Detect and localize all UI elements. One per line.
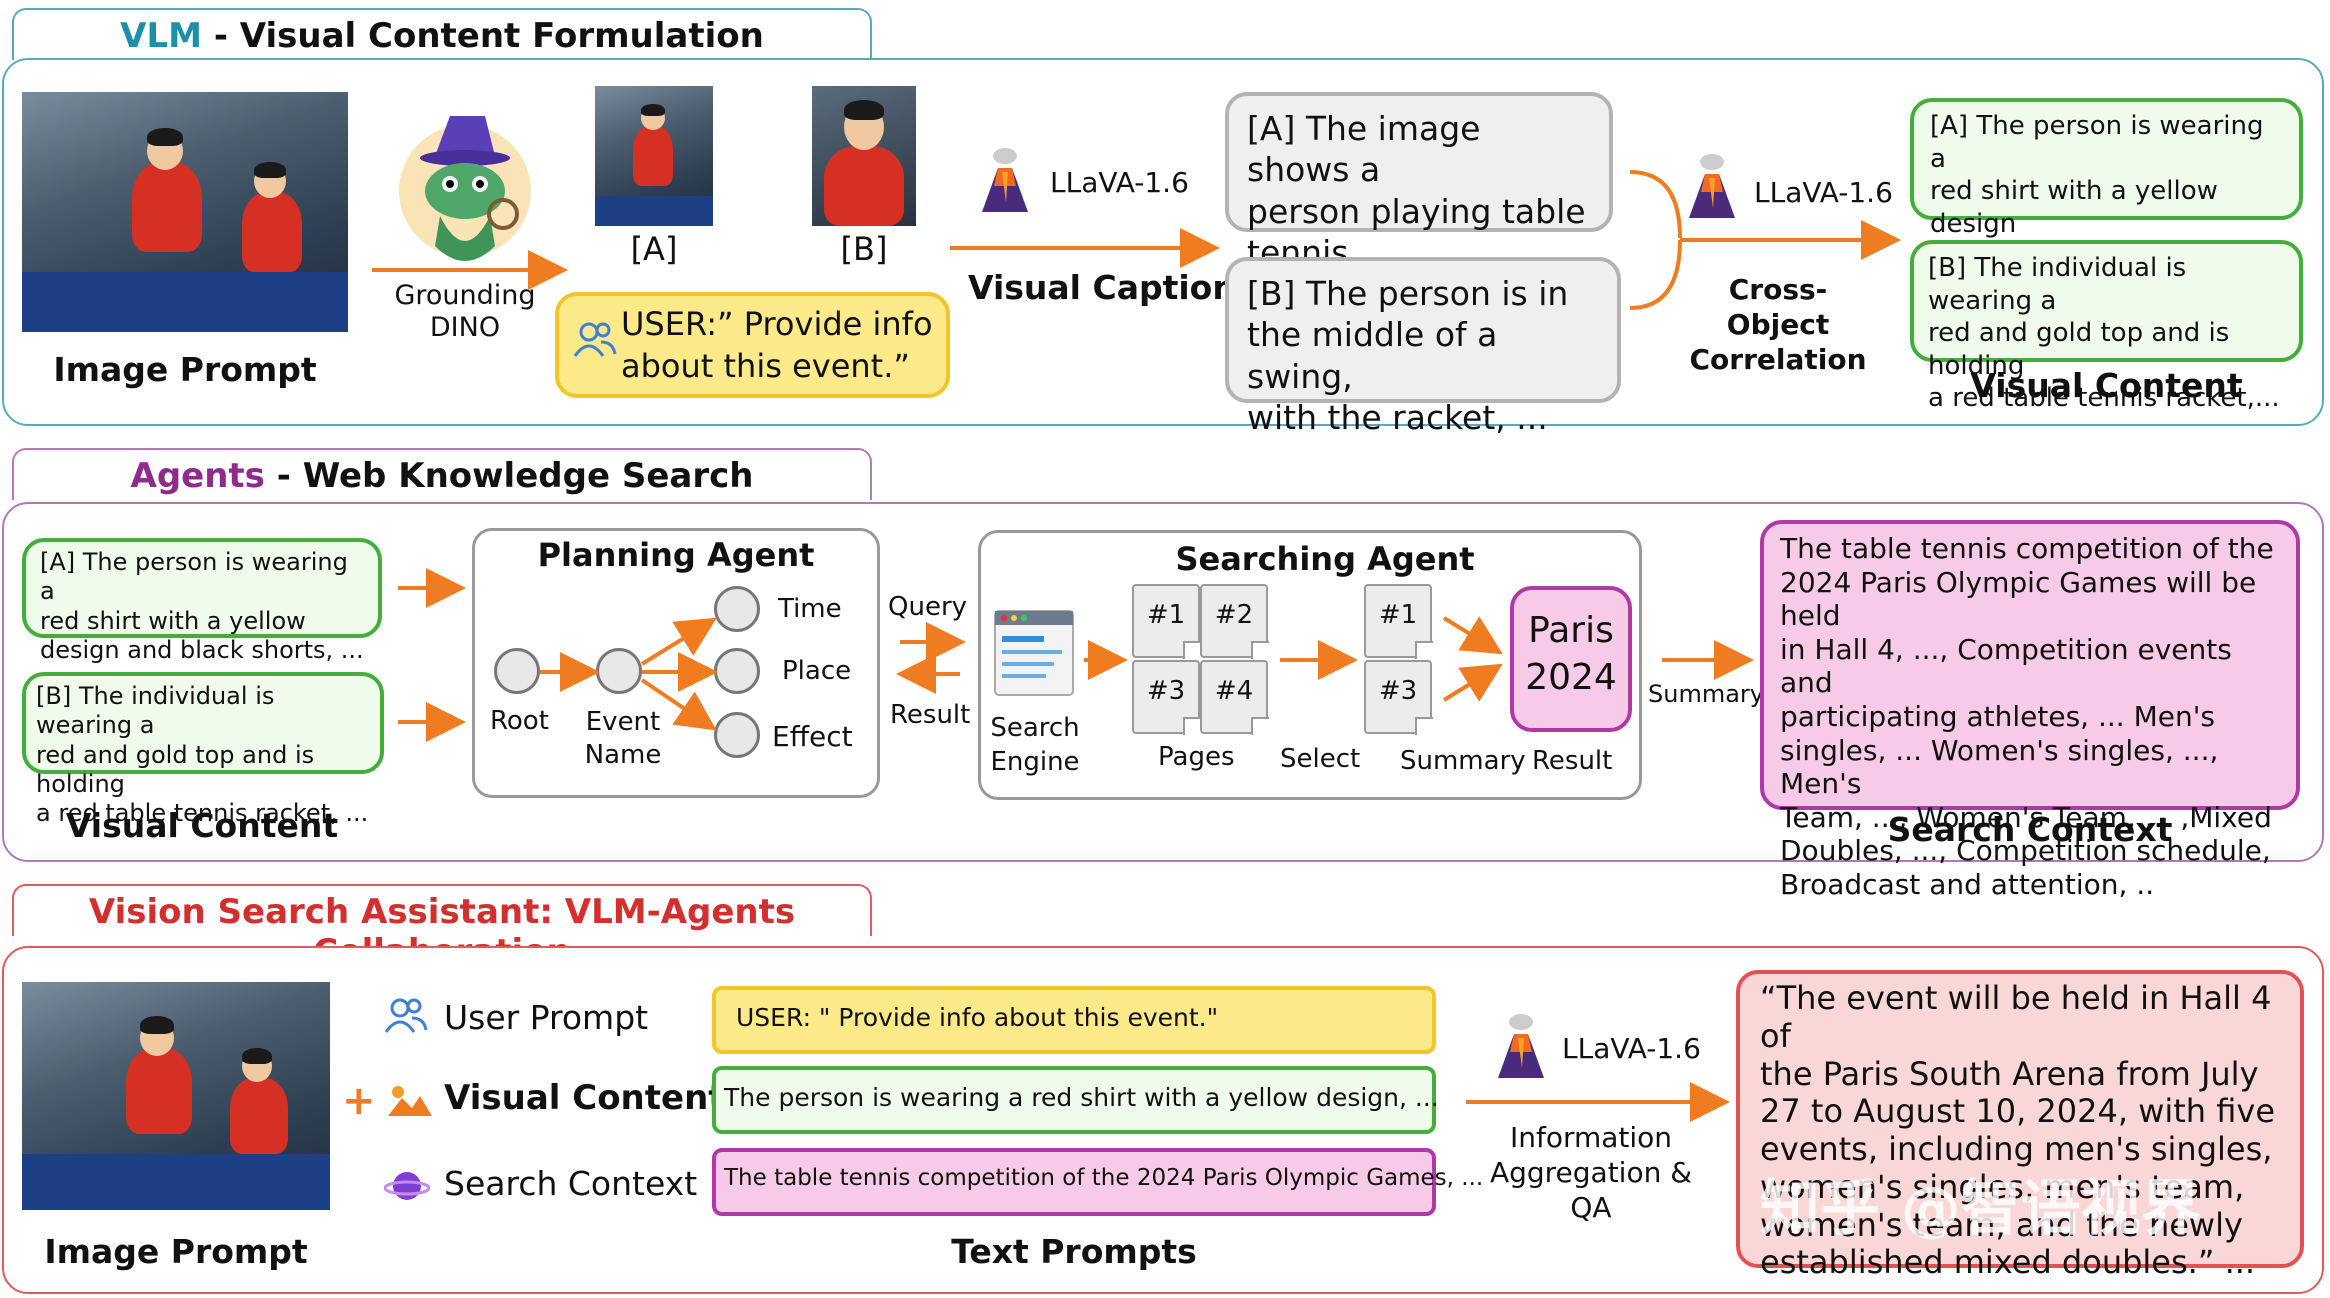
planning-agent-title: Planning Agent [537,536,815,574]
image-prompt-label-3: Image Prompt [44,1232,308,1271]
crop-a-label: [A] [630,230,678,268]
visual-content-label-1: Visual Content [1970,366,2243,405]
search-context-label-2: Search Context [1887,810,2173,849]
table-tennis-photo-2 [22,982,330,1210]
section2-tab-prefix: Agents [130,456,265,496]
node-root [494,648,540,694]
prompt-search-text: The table tennis competition of the 2024… [724,1165,1484,1191]
llava-label-1: LLaVA-1.6 [1050,166,1189,199]
search-engine-icon [994,610,1074,696]
node-root-label: Root [490,706,549,736]
node-time [714,586,760,632]
user-prompt-label: User Prompt [444,998,649,1037]
search-context-label-3: Search Context [444,1164,698,1203]
page-1: #1 [1132,584,1201,659]
prompt-search-box: The table tennis competition of the 2024… [712,1148,1484,1216]
plus-sign: + [342,1078,376,1124]
prompt-visual-text: The person is wearing a red shirt with a… [724,1083,1439,1112]
image-prompt-label-1: Image Prompt [53,350,317,389]
crop-b-label: [B] [840,230,888,268]
result-paris-text: Paris 2024 [1525,610,1617,698]
grounding-dino-mascot-icon [395,96,535,286]
node-place [714,648,760,694]
selected-page-3: #3 [1364,660,1433,735]
prompt-visual-box: The person is wearing a red shirt with a… [712,1066,1439,1134]
query-label: Query [888,592,968,622]
agents-content-b-box: [B] The individual is wearing a red and … [22,672,384,827]
answer-text: “The event will be held in Hall 4 of the… [1760,979,2276,1282]
prompt-user-text: USER: " Provide info about this event." [736,1003,1219,1032]
node-event [596,648,642,694]
user-prompt-icon [384,996,428,1040]
node-place-label: Place [782,656,852,686]
result-paris-box: Paris 2024 [1510,586,1632,732]
content-b-box: [B] The individual is wearing a red and … [1910,240,2303,413]
content-b-text: [B] The individual is wearing a red and … [1928,253,2280,413]
text-prompts-label: Text Prompts [951,1232,1197,1271]
node-time-label: Time [778,594,842,624]
search-engine-label: Search Engine [990,713,1080,777]
caption-a-box: [A] The image shows a person playing tab… [1225,92,1613,272]
aggregation-label: Information Aggregation & QA [1489,1121,1693,1224]
select-label: Select [1280,744,1361,774]
search-context-text: The table tennis competition of the 2024… [1780,532,2274,901]
section1-tab: VLM - Visual Content Formulation [12,8,872,60]
caption-b-text: [B] The person is in the middle of a swi… [1247,274,1569,437]
result-under-label: Result [1532,746,1613,776]
watermark: 知乎 @智语视界 [1760,1174,2201,1244]
node-event-label: Event Name [584,707,662,770]
searching-agent-title: Searching Agent [1175,540,1475,578]
user-icon [573,320,617,365]
caption-a-text: [A] The image shows a person playing tab… [1247,109,1586,272]
llava-volcano-icon-2 [1685,148,1739,220]
llava-label-2: LLaVA-1.6 [1754,176,1893,209]
summary-label: Summary [1400,746,1526,776]
visual-caption-label: Visual Caption [968,268,1236,307]
section2-tab: Agents - Web Knowledge Search [12,448,872,500]
content-a-box: [A] The person is wearing a red shirt wi… [1910,98,2303,271]
caption-b-box: [B] The person is in the middle of a swi… [1225,257,1621,437]
page-4: #4 [1200,660,1269,735]
visual-content-label-2: Visual Content [65,806,339,845]
llava-volcano-icon-3 [1494,1008,1548,1080]
user-query-text: USER:” Provide info about this event.” [621,305,933,385]
prompt-user-box: USER: " Provide info about this event." [712,986,1436,1054]
search-context-box: The table tennis competition of the 2024… [1760,520,2300,901]
page-2: #2 [1200,584,1269,659]
table-tennis-photo-1 [22,92,348,332]
crop-a-image [595,86,713,226]
section3-tab: Vision Search Assistant: VLM-Agents Coll… [12,884,872,972]
agents-content-a-text: [A] The person is wearing a red shirt wi… [40,548,364,664]
node-effect [714,712,760,758]
agents-content-a-box: [A] The person is wearing a red shirt wi… [22,538,382,664]
search-context-icon [383,1166,431,1210]
visual-content-label-3: Visual Content [444,1078,725,1118]
section1-tab-suffix: - Visual Content Formulation [201,16,764,56]
answer-box: “The event will be held in Hall 4 of the… [1736,970,2304,1281]
user-query-box: USER:” Provide info about this event.” [555,292,950,398]
llava-volcano-icon-1 [978,142,1032,214]
llava-label-3: LLaVA-1.6 [1562,1032,1701,1065]
node-effect-label: Effect [772,720,853,753]
planning-agent-box [472,528,880,798]
result-label: Result [890,700,971,730]
pages-label: Pages [1158,742,1235,772]
selected-page-1: #1 [1364,584,1433,659]
grounding-dino-label: Grounding DINO [394,280,536,344]
page-3: #3 [1132,660,1201,735]
section2-tab-suffix: - Web Knowledge Search [264,456,754,496]
summary-arrow-label: Summary [1648,680,1764,708]
agents-content-b-text: [B] The individual is wearing a red and … [36,682,369,828]
visual-content-icon [386,1084,432,1122]
cross-object-correlation-label: Cross-Object Correlation [1689,273,1867,376]
section1-tab-prefix: VLM [120,16,202,56]
crop-b-image [812,86,916,226]
